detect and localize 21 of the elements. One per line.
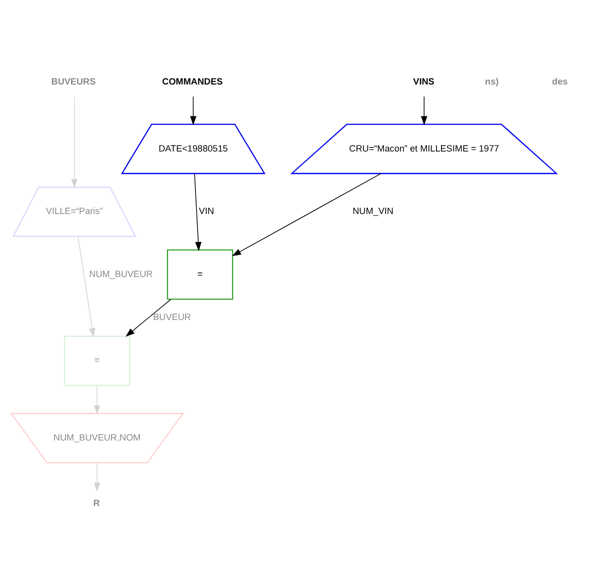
arrow [232,173,382,256]
node-text: BUVEURS [51,76,96,86]
arrow [190,96,196,126]
node-box: = [64,336,130,386]
arrow [78,236,96,338]
arrow [94,385,100,414]
arrow [126,299,172,337]
node-text: VINS [413,76,434,86]
label: ns) [485,76,499,86]
node-text: R [93,498,100,508]
arrow [194,173,202,252]
node-box: = [166,249,234,300]
edge-label: BUVEUR [153,312,191,322]
arrow [94,462,100,492]
arrow [420,96,428,126]
edge-label: NUM_BUVEUR [89,268,153,279]
arrow [71,96,78,188]
edge-label: VIN [198,206,214,216]
node-text: COMMANDES [162,76,223,86]
label: des [552,76,568,86]
edge-label: NUM_VIN [352,206,394,216]
